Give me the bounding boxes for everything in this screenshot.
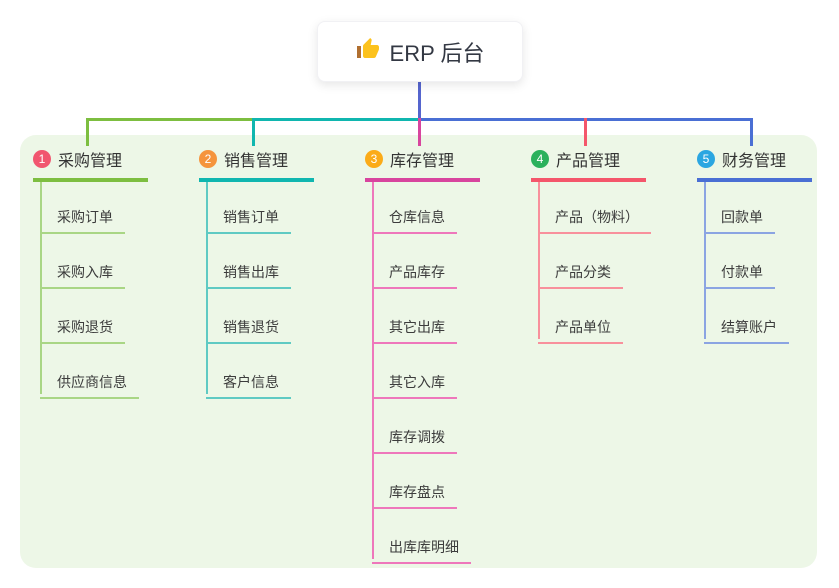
child-topic: 回款单 [704,191,775,234]
child-topic: 结算账户 [704,301,789,344]
child-topic: 销售退货 [206,301,291,344]
child-topic: 产品（物料） [538,191,651,234]
child-topic: 仓库信息 [372,191,457,234]
child-topic: 产品单位 [538,301,623,344]
branch-number-badge: 3 [365,150,383,168]
branch-header: 4 产品管理 [531,147,646,182]
branch-label: 产品管理 [556,153,621,170]
child-topic: 采购退货 [40,301,125,344]
root-stem-line [418,82,421,121]
branch-label: 采购管理 [58,153,123,170]
branch-label: 销售管理 [224,153,289,170]
root-label: ERP 后台 [389,40,485,66]
child-topic: 销售订单 [206,191,291,234]
child-topic: 产品库存 [372,246,457,289]
branch-number-badge: 1 [33,150,51,168]
branch-children-connector [704,180,706,339]
branch-number-badge: 2 [199,150,217,168]
thumbs-up-icon [356,37,380,66]
child-topic: 产品分类 [538,246,623,289]
child-topic: 采购订单 [40,191,125,234]
branch-drop-line-1 [86,118,89,146]
branch-header: 3 库存管理 [365,147,480,182]
child-topic: 库存调拨 [372,411,457,454]
branch-children-connector [372,180,374,559]
root-node: ERP 后台 [317,21,523,82]
child-topic: 其它入库 [372,356,457,399]
branch-header: 5 财务管理 [697,147,812,182]
child-topic: 采购入库 [40,246,125,289]
branches-panel [20,135,817,568]
child-topic: 其它出库 [372,301,457,344]
branch-label: 财务管理 [722,153,787,170]
branch-number-badge: 5 [697,150,715,168]
branch-children-connector [538,180,540,339]
branch-drop-line-5 [750,118,753,146]
child-topic: 客户信息 [206,356,291,399]
branch-drop-line-2 [252,118,255,146]
child-topic: 出库库明细 [372,521,471,564]
child-topic: 供应商信息 [40,356,139,399]
branch-drop-line-4 [584,118,587,146]
branch-number-badge: 4 [531,150,549,168]
child-topic: 库存盘点 [372,466,457,509]
child-topic: 付款单 [704,246,775,289]
branch-header: 2 销售管理 [199,147,314,182]
branch-header: 1 采购管理 [33,147,148,182]
branch-drop-line-3 [418,118,421,146]
bus-segment-branch-2 [252,118,418,121]
child-topic: 销售出库 [206,246,291,289]
branch-label: 库存管理 [390,153,455,170]
bus-segment-branch-1 [86,118,253,121]
